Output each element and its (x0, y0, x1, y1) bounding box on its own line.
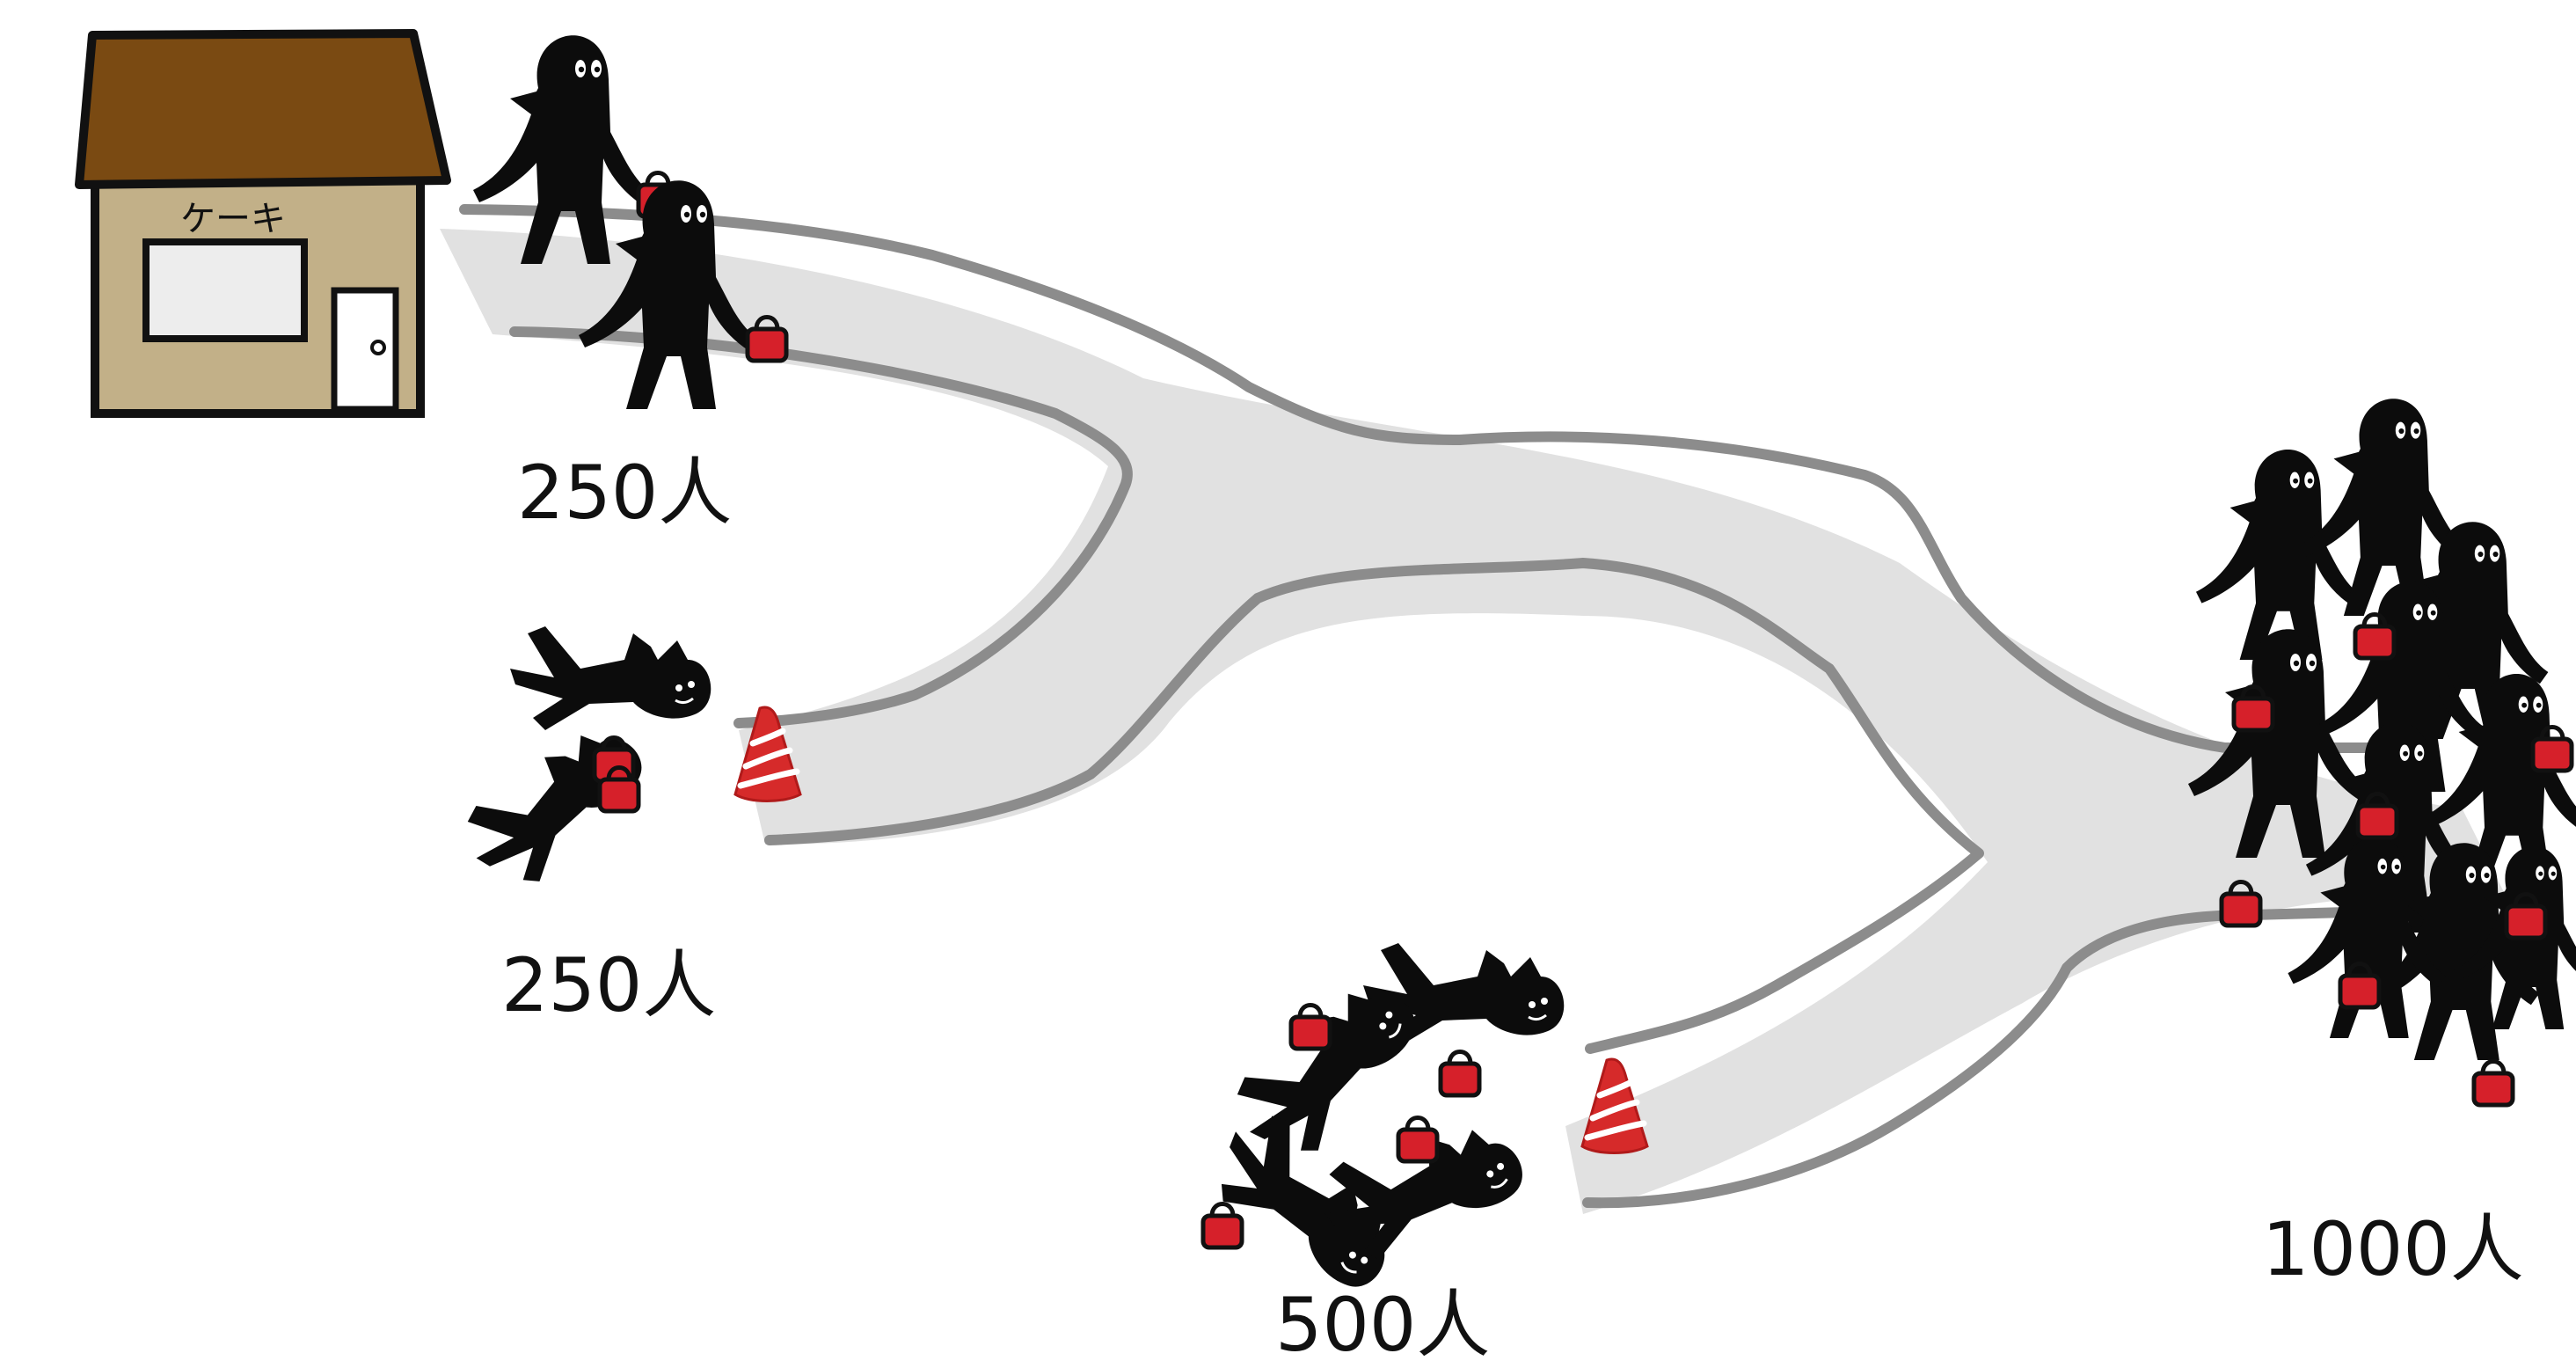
cake-shop-icon: ケーキ (75, 29, 451, 418)
road (440, 204, 2507, 1214)
count-label-crowd: 1000人 (2262, 1206, 2524, 1292)
road-fill (440, 229, 2507, 1214)
person-icon (2195, 450, 2361, 660)
group-fallen-people-medium (1194, 941, 1565, 1310)
cake-box-icon (1441, 1052, 1479, 1096)
road-edge-middle (764, 558, 1984, 1054)
count-label-fallen-medium: 500人 (1275, 1282, 1491, 1368)
road-edge-lower (1582, 905, 2415, 1209)
cake-box-icon (1203, 1204, 1242, 1248)
fallen-person-icon (508, 625, 712, 732)
shop-door (331, 287, 399, 413)
count-label-walking: 250人 (517, 450, 733, 536)
road-edge-upper (459, 204, 2397, 753)
cake-box-icon (2474, 1062, 2513, 1106)
person-icon (473, 35, 653, 264)
cake-box-icon (1398, 1118, 1437, 1162)
road-edge-upper-inner (509, 326, 1133, 728)
group-fallen-people-small (449, 625, 712, 904)
cake-box-icon (1291, 1006, 1330, 1050)
group-crowd (2188, 399, 2576, 1105)
shop-sign: ケーキ (180, 199, 286, 239)
shop-window (142, 238, 308, 342)
count-label-fallen-small: 250人 (501, 942, 717, 1028)
